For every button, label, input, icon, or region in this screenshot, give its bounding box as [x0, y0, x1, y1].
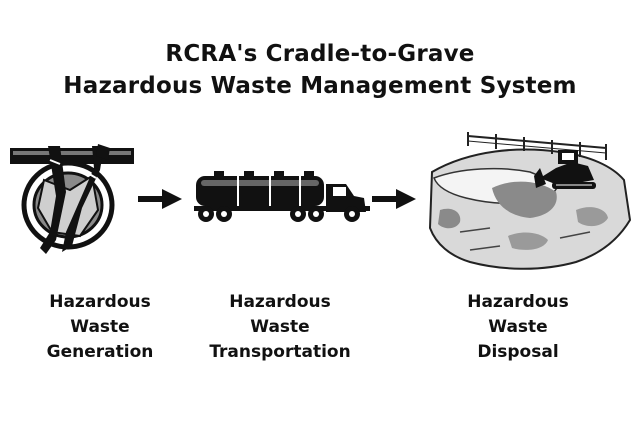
stage-label-line: Hazardous: [49, 292, 151, 312]
stage-label-line: Waste: [488, 317, 548, 337]
stage-label-disposal: Hazardous Waste Disposal: [418, 290, 618, 365]
drum-icon: [10, 144, 134, 254]
stage-label-line: Waste: [70, 317, 130, 337]
landfill-icon: [428, 132, 632, 270]
stage-label-line: Hazardous: [229, 292, 331, 312]
stage-label-line: Hazardous: [467, 292, 569, 312]
stage-label-generation: Hazardous Waste Generation: [0, 290, 200, 365]
stage-label-line: Generation: [46, 342, 154, 362]
arrow-icon: [138, 189, 182, 209]
truck-icon: [194, 171, 370, 222]
arrow-icon: [372, 189, 416, 209]
diagram-title-line-1: RCRA's Cradle-to-Grave: [165, 41, 475, 67]
stage-label-transportation: Hazardous Waste Transportation: [180, 290, 380, 365]
stage-label-line: Disposal: [477, 342, 559, 362]
stage-label-line: Waste: [250, 317, 310, 337]
stage-label-line: Transportation: [209, 342, 351, 362]
diagram-title-line-2: Hazardous Waste Management System: [63, 73, 577, 99]
